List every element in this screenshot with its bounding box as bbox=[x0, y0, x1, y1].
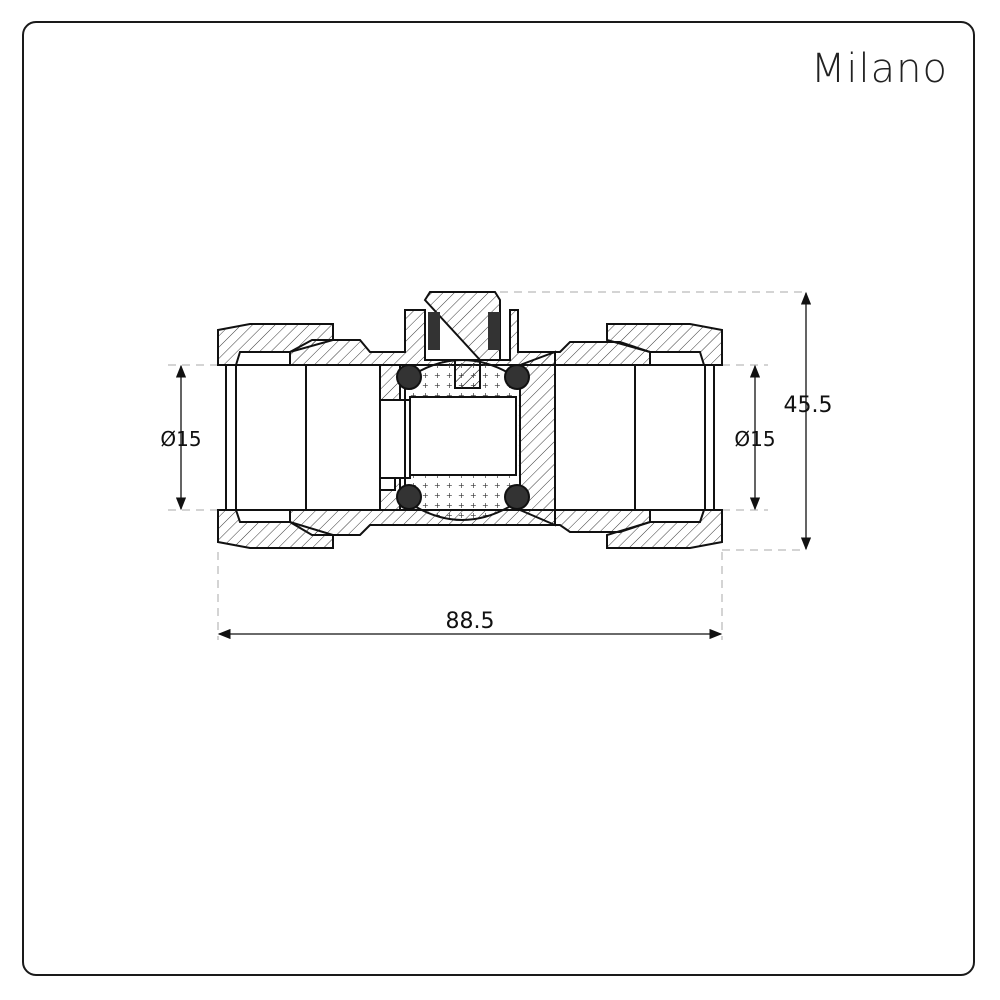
drawing-frame bbox=[22, 21, 975, 976]
length-dimension-label: 88.5 bbox=[446, 609, 495, 634]
left-diameter-label: Ø15 bbox=[160, 427, 201, 451]
extension-lines bbox=[168, 291, 806, 640]
stem-seals bbox=[428, 312, 500, 350]
o-rings bbox=[396, 364, 530, 510]
right-diameter-label: Ø15 bbox=[734, 427, 775, 451]
brand-logo: Milano bbox=[810, 46, 948, 92]
ball bbox=[404, 359, 521, 521]
height-dimension-label: 45.5 bbox=[784, 393, 833, 418]
dimension-lines bbox=[175, 291, 812, 640]
